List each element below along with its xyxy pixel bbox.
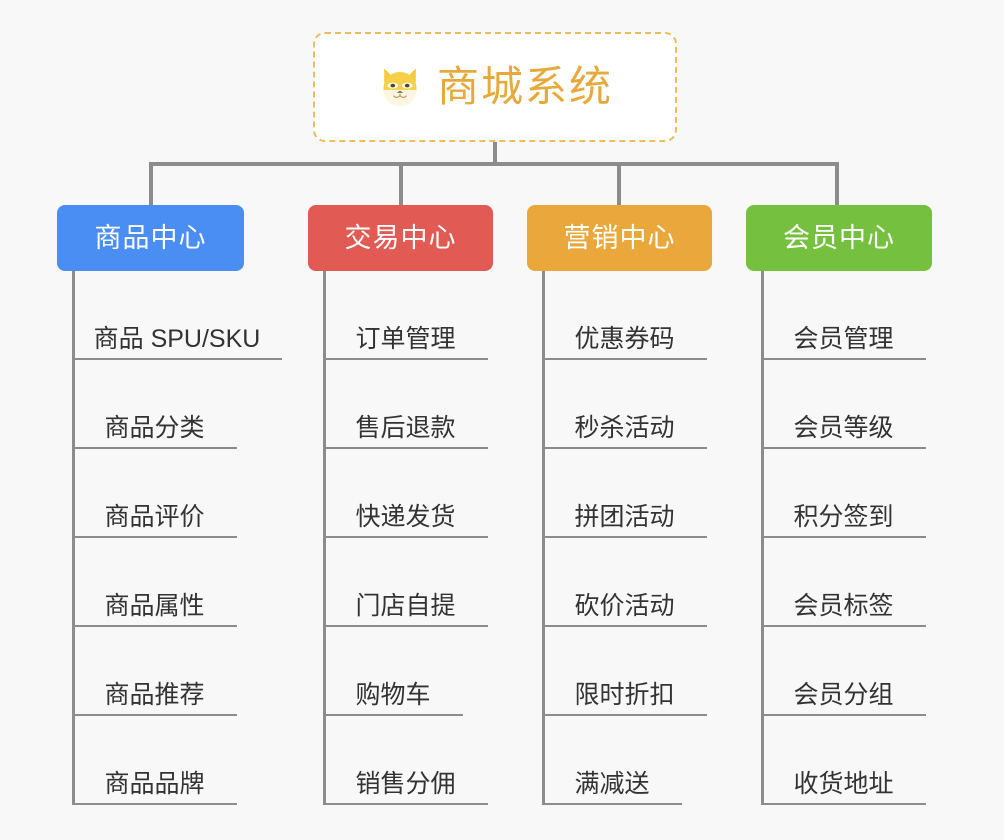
item-column-trade-center: 订单管理 售后退款 快递发货 门店自提 购物车 销售分佣 [323, 271, 488, 805]
category-box-product-center[interactable]: 商品中心 [57, 205, 244, 271]
list-item[interactable]: 收货地址 [761, 716, 926, 805]
connector-root-stem [493, 142, 497, 164]
item-label: 收货地址 [793, 770, 894, 799]
list-item[interactable]: 商品属性 [72, 538, 237, 627]
item-label: 商品分类 [104, 414, 205, 443]
item-label: 秒杀活动 [574, 414, 675, 443]
list-item[interactable]: 购物车 [323, 627, 463, 716]
connector-drop-marketing-center [617, 162, 621, 206]
list-item[interactable]: 门店自提 [323, 538, 488, 627]
list-item[interactable]: 订单管理 [323, 271, 488, 360]
item-label: 会员分组 [793, 681, 894, 710]
item-label: 购物车 [355, 681, 431, 710]
category-box-marketing-center[interactable]: 营销中心 [527, 205, 712, 271]
column-spine [323, 271, 326, 805]
category-label: 商品中心 [94, 222, 207, 253]
connector-drop-member-center [835, 162, 839, 206]
list-item[interactable]: 砍价活动 [542, 538, 707, 627]
column-spine [542, 271, 545, 805]
connector-drop-trade-center [399, 162, 403, 206]
column-spine [761, 271, 764, 805]
list-item[interactable]: 商品评价 [72, 449, 237, 538]
list-item[interactable]: 快递发货 [323, 449, 488, 538]
category-box-trade-center[interactable]: 交易中心 [308, 205, 493, 271]
list-item[interactable]: 商品分类 [72, 360, 237, 449]
item-label: 满减送 [574, 770, 650, 799]
item-label: 商品属性 [104, 592, 205, 621]
item-label: 拼团活动 [574, 503, 675, 532]
category-box-member-center[interactable]: 会员中心 [746, 205, 932, 271]
list-item[interactable]: 优惠券码 [542, 271, 707, 360]
item-label: 限时折扣 [574, 681, 675, 710]
list-item[interactable]: 秒杀活动 [542, 360, 707, 449]
column-spine [72, 271, 75, 805]
item-label: 商品 SPU/SKU [93, 325, 261, 354]
connector-horizontal-bus [149, 162, 839, 166]
item-label: 会员标签 [793, 592, 894, 621]
item-column-product-center: 商品 SPU/SKU 商品分类 商品评价 商品属性 商品推荐 商品品牌 [72, 271, 282, 805]
item-label: 会员管理 [793, 325, 894, 354]
list-item[interactable]: 会员管理 [761, 271, 926, 360]
list-item[interactable]: 会员标签 [761, 538, 926, 627]
item-label: 商品品牌 [104, 770, 205, 799]
connector-drop-product-center [149, 162, 153, 206]
item-label: 售后退款 [355, 414, 456, 443]
item-label: 会员等级 [793, 414, 894, 443]
item-label: 销售分佣 [355, 770, 456, 799]
root-node-mall-system[interactable]: 商城系统 [313, 32, 677, 142]
item-label: 商品评价 [104, 503, 205, 532]
list-item[interactable]: 销售分佣 [323, 716, 488, 805]
list-item[interactable]: 会员分组 [761, 627, 926, 716]
list-item[interactable]: 拼团活动 [542, 449, 707, 538]
item-column-member-center: 会员管理 会员等级 积分签到 会员标签 会员分组 收货地址 [761, 271, 926, 805]
list-item[interactable]: 满减送 [542, 716, 682, 805]
item-label: 优惠券码 [574, 325, 675, 354]
category-label: 营销中心 [563, 222, 676, 253]
list-item[interactable]: 商品推荐 [72, 627, 237, 716]
shiba-dog-face-icon [383, 68, 417, 107]
item-label: 订单管理 [355, 325, 456, 354]
list-item[interactable]: 售后退款 [323, 360, 488, 449]
item-column-marketing-center: 优惠券码 秒杀活动 拼团活动 砍价活动 限时折扣 满减送 [542, 271, 707, 805]
item-label: 积分签到 [793, 503, 894, 532]
item-label: 门店自提 [355, 592, 456, 621]
root-node-title: 商城系统 [436, 63, 613, 110]
item-label: 快递发货 [355, 503, 456, 532]
list-item[interactable]: 会员等级 [761, 360, 926, 449]
item-label: 商品推荐 [104, 681, 205, 710]
item-label: 砍价活动 [574, 592, 675, 621]
category-label: 会员中心 [783, 222, 895, 253]
category-label: 交易中心 [344, 222, 457, 253]
list-item[interactable]: 商品品牌 [72, 716, 237, 805]
list-item[interactable]: 限时折扣 [542, 627, 707, 716]
list-item[interactable]: 商品 SPU/SKU [72, 271, 282, 360]
list-item[interactable]: 积分签到 [761, 449, 926, 538]
